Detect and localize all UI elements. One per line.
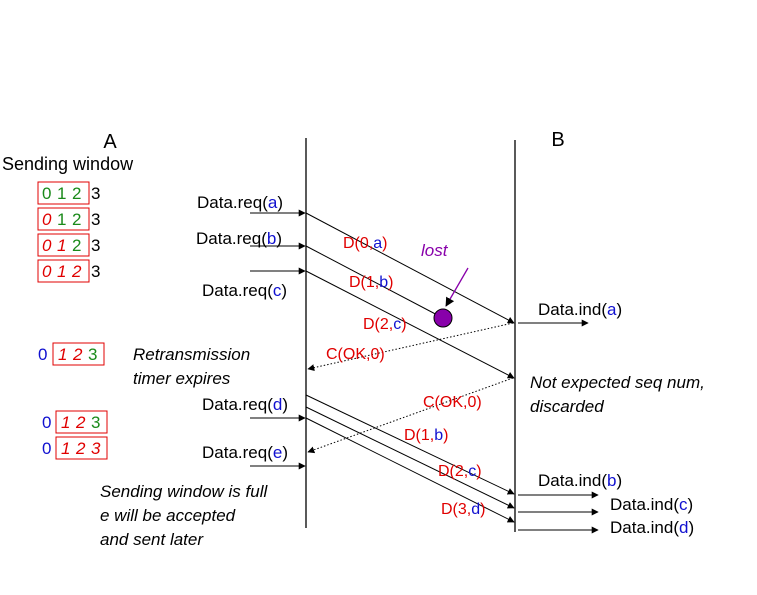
window-digit: 1 xyxy=(58,345,67,364)
note-not-expected-line1: Not expected seq num, xyxy=(530,373,705,392)
frame-arrow-d2c-retx xyxy=(305,406,515,509)
window-digit: 2 xyxy=(75,413,86,432)
frame-label-d2c: D(2,c) xyxy=(363,316,407,333)
frame-arrow-d0a xyxy=(305,212,515,324)
window-digit: 3 xyxy=(91,236,100,255)
frame-label-d1b-retx: D(1,b) xyxy=(404,427,448,444)
window-row-1: 0 1 2 3 xyxy=(37,181,100,205)
ack-arrow-first xyxy=(307,322,514,372)
frame-label-d3d: D(3,d) xyxy=(441,501,485,518)
ack-label-first: C(OK,0) xyxy=(326,346,385,363)
window-digit: 0 xyxy=(38,345,47,364)
window-row-7: 0 1 2 3 xyxy=(42,436,108,460)
frame-label-d0a: D(0,a) xyxy=(343,235,387,252)
window-row-3: 0 1 2 3 xyxy=(37,233,100,257)
window-box xyxy=(37,181,90,205)
host-b-label: B xyxy=(551,129,564,151)
host-a-label: A xyxy=(103,131,117,153)
note-retransmission-line1: Retransmission xyxy=(133,345,250,364)
window-box xyxy=(37,233,90,257)
window-digit: 3 xyxy=(91,413,100,432)
window-digit: 3 xyxy=(88,345,97,364)
window-digit: 1 xyxy=(57,236,66,255)
window-digit: 2 xyxy=(72,184,81,203)
note-not-expected-line2: discarded xyxy=(530,397,604,416)
request-label-d: Data.req(d) xyxy=(202,395,288,414)
window-row-4: 0 1 2 3 xyxy=(37,259,100,283)
window-box xyxy=(37,207,90,231)
window-digit: 3 xyxy=(91,210,100,229)
ack-label-second: C(OK,0) xyxy=(423,394,482,411)
frame-label-d1b: D(1,b) xyxy=(349,274,393,291)
frame-arrow-d3d xyxy=(305,417,515,523)
note-window-full-line1: Sending window is full xyxy=(100,482,268,501)
request-label-b: Data.req(b) xyxy=(196,229,282,248)
window-digit: 1 xyxy=(61,413,70,432)
note-retransmission-line2: timer expires xyxy=(133,369,231,388)
window-digit: 3 xyxy=(91,184,100,203)
window-digit: 1 xyxy=(57,262,66,281)
window-digit: 0 xyxy=(42,439,51,458)
ack-arrow-second xyxy=(307,377,514,454)
request-label-c: Data.req(c) xyxy=(202,281,287,300)
window-row-5: 0 1 2 3 xyxy=(38,342,105,366)
window-digit: 0 xyxy=(42,413,51,432)
window-digit: 2 xyxy=(72,345,83,364)
request-label-a: Data.req(a) xyxy=(197,193,283,212)
window-digit: 1 xyxy=(57,184,66,203)
window-digit: 2 xyxy=(72,236,81,255)
note-window-full-line3: and sent later xyxy=(100,530,204,549)
indication-label-a: Data.ind(a) xyxy=(538,300,622,319)
frame-arrow-d1b-retx xyxy=(305,394,515,495)
lost-label: lost xyxy=(421,241,449,260)
window-box xyxy=(37,259,90,283)
window-box xyxy=(52,342,105,366)
window-digit: 2 xyxy=(71,262,82,281)
window-digit: 2 xyxy=(72,210,81,229)
lost-pointer-arrow xyxy=(445,267,469,307)
window-digit: 3 xyxy=(91,262,100,281)
window-digit: 0 xyxy=(42,236,52,255)
request-label-e: Data.req(e) xyxy=(202,443,288,462)
indication-label-c: Data.ind(c) xyxy=(610,495,693,514)
frame-arrow-d2c xyxy=(305,270,515,379)
indication-label-b: Data.ind(b) xyxy=(538,471,622,490)
sending-window-title: Sending window xyxy=(2,154,134,174)
window-digit: 0 xyxy=(42,262,52,281)
frame-arrow-d1b-lost xyxy=(305,245,444,319)
frame-label-d2c-retx: D(2,c) xyxy=(438,463,482,480)
window-digit: 0 xyxy=(42,184,51,203)
window-box xyxy=(55,410,108,434)
window-row-2: 0 1 2 3 xyxy=(37,207,100,231)
lost-marker xyxy=(433,308,453,328)
window-digit: 1 xyxy=(57,210,66,229)
indication-label-d: Data.ind(d) xyxy=(610,518,694,537)
window-digit: 1 xyxy=(61,439,70,458)
window-digit: 3 xyxy=(91,439,101,458)
window-digit: 0 xyxy=(42,210,52,229)
window-digit: 2 xyxy=(75,439,86,458)
window-box xyxy=(55,436,108,460)
window-row-6: 0 1 2 3 xyxy=(42,410,108,434)
note-window-full-line2: e will be accepted xyxy=(100,506,236,525)
